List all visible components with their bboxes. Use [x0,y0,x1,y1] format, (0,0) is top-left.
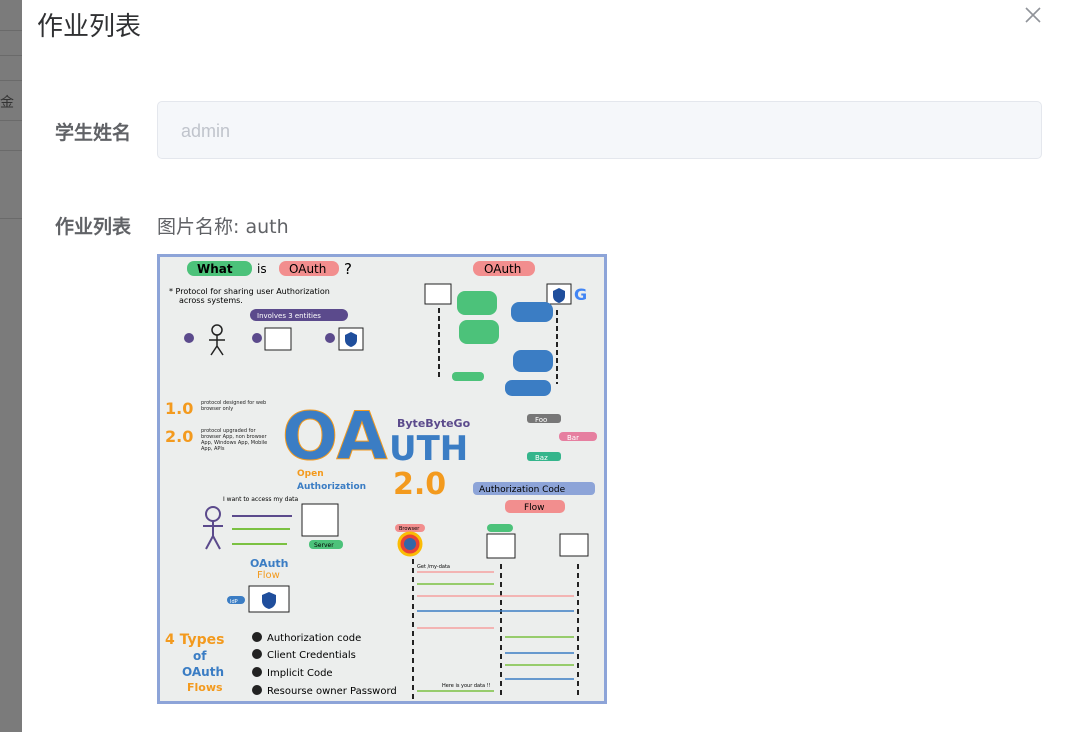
infographic-text: 2.0 [165,427,193,446]
infographic-text: OAuth [182,665,224,679]
infographic-text: OAuth [250,557,289,570]
infographic-text: Authorization Code [479,485,566,495]
infographic-text: ? [344,260,352,278]
student-name-label: 学生姓名 [55,122,132,144]
infographic-text: OA [282,398,387,475]
homework-list-label: 作业列表 [55,216,132,238]
infographic-text: 1.0 [165,399,193,418]
infographic-text: 4 Types [165,632,224,648]
infographic-text: Involves 3 entities [257,312,321,320]
infographic-text: Flow [257,570,280,581]
infographic-text: OAuth [289,262,326,276]
infographic-text: IdP [230,599,238,605]
infographic-text: Flows [187,681,223,694]
infographic-text: What [197,262,233,276]
infographic-text: across systems. [179,296,243,305]
homework-dialog: 作业列表 学生姓名 admin 作业列表 图片名称: auth What is … [22,0,1075,732]
infographic-text: of [193,649,207,663]
infographic-text: Baz [535,454,548,462]
student-name-value: admin [181,121,231,141]
infographic-text: Client Credentials [267,650,356,661]
infographic-text: Foo [535,416,547,424]
image-name-text: 图片名称: auth [157,216,289,238]
student-name-input[interactable]: admin [157,101,1042,159]
v1-description: protocol designed for web browser only [201,400,267,412]
homework-image[interactable]: What is OAuth ? * Protocol for sharing u… [157,254,607,704]
infographic-text: Resourse owner Password [267,686,397,697]
infographic-text: G [574,285,587,304]
infographic-text: Here is your data !! [442,683,491,689]
infographic-text: UTH [389,429,468,469]
infographic-text: I want to access my data [223,496,299,503]
infographic-text: Bar [567,434,579,442]
infographic-text: Flow [524,503,545,513]
oauth-infographic: What is OAuth ? * Protocol for sharing u… [157,254,607,704]
infographic-text: 2.0 [393,467,446,502]
infographic-text: Implicit Code [267,668,333,679]
infographic-text: Browser [399,526,420,532]
infographic-text: Authorization code [267,633,361,644]
infographic-text: * Protocol for sharing user Authorizatio… [169,287,330,296]
infographic-text: Authorization [297,482,366,492]
infographic-text: Get /my-data [417,564,450,570]
dialog-title: 作业列表 [37,12,142,42]
v2-description: protocol upgraded for browser App, non b… [201,428,268,452]
infographic-text: OAuth [484,262,521,276]
infographic-text: Open [297,469,324,479]
backdrop-text-fragment: 金 [0,94,14,110]
infographic-text: ByteByteGo [397,417,471,430]
close-icon[interactable] [1022,6,1044,28]
infographic-text: Server [314,542,334,549]
infographic-text: is [257,262,267,276]
modal-backdrop: 金 [0,0,22,732]
